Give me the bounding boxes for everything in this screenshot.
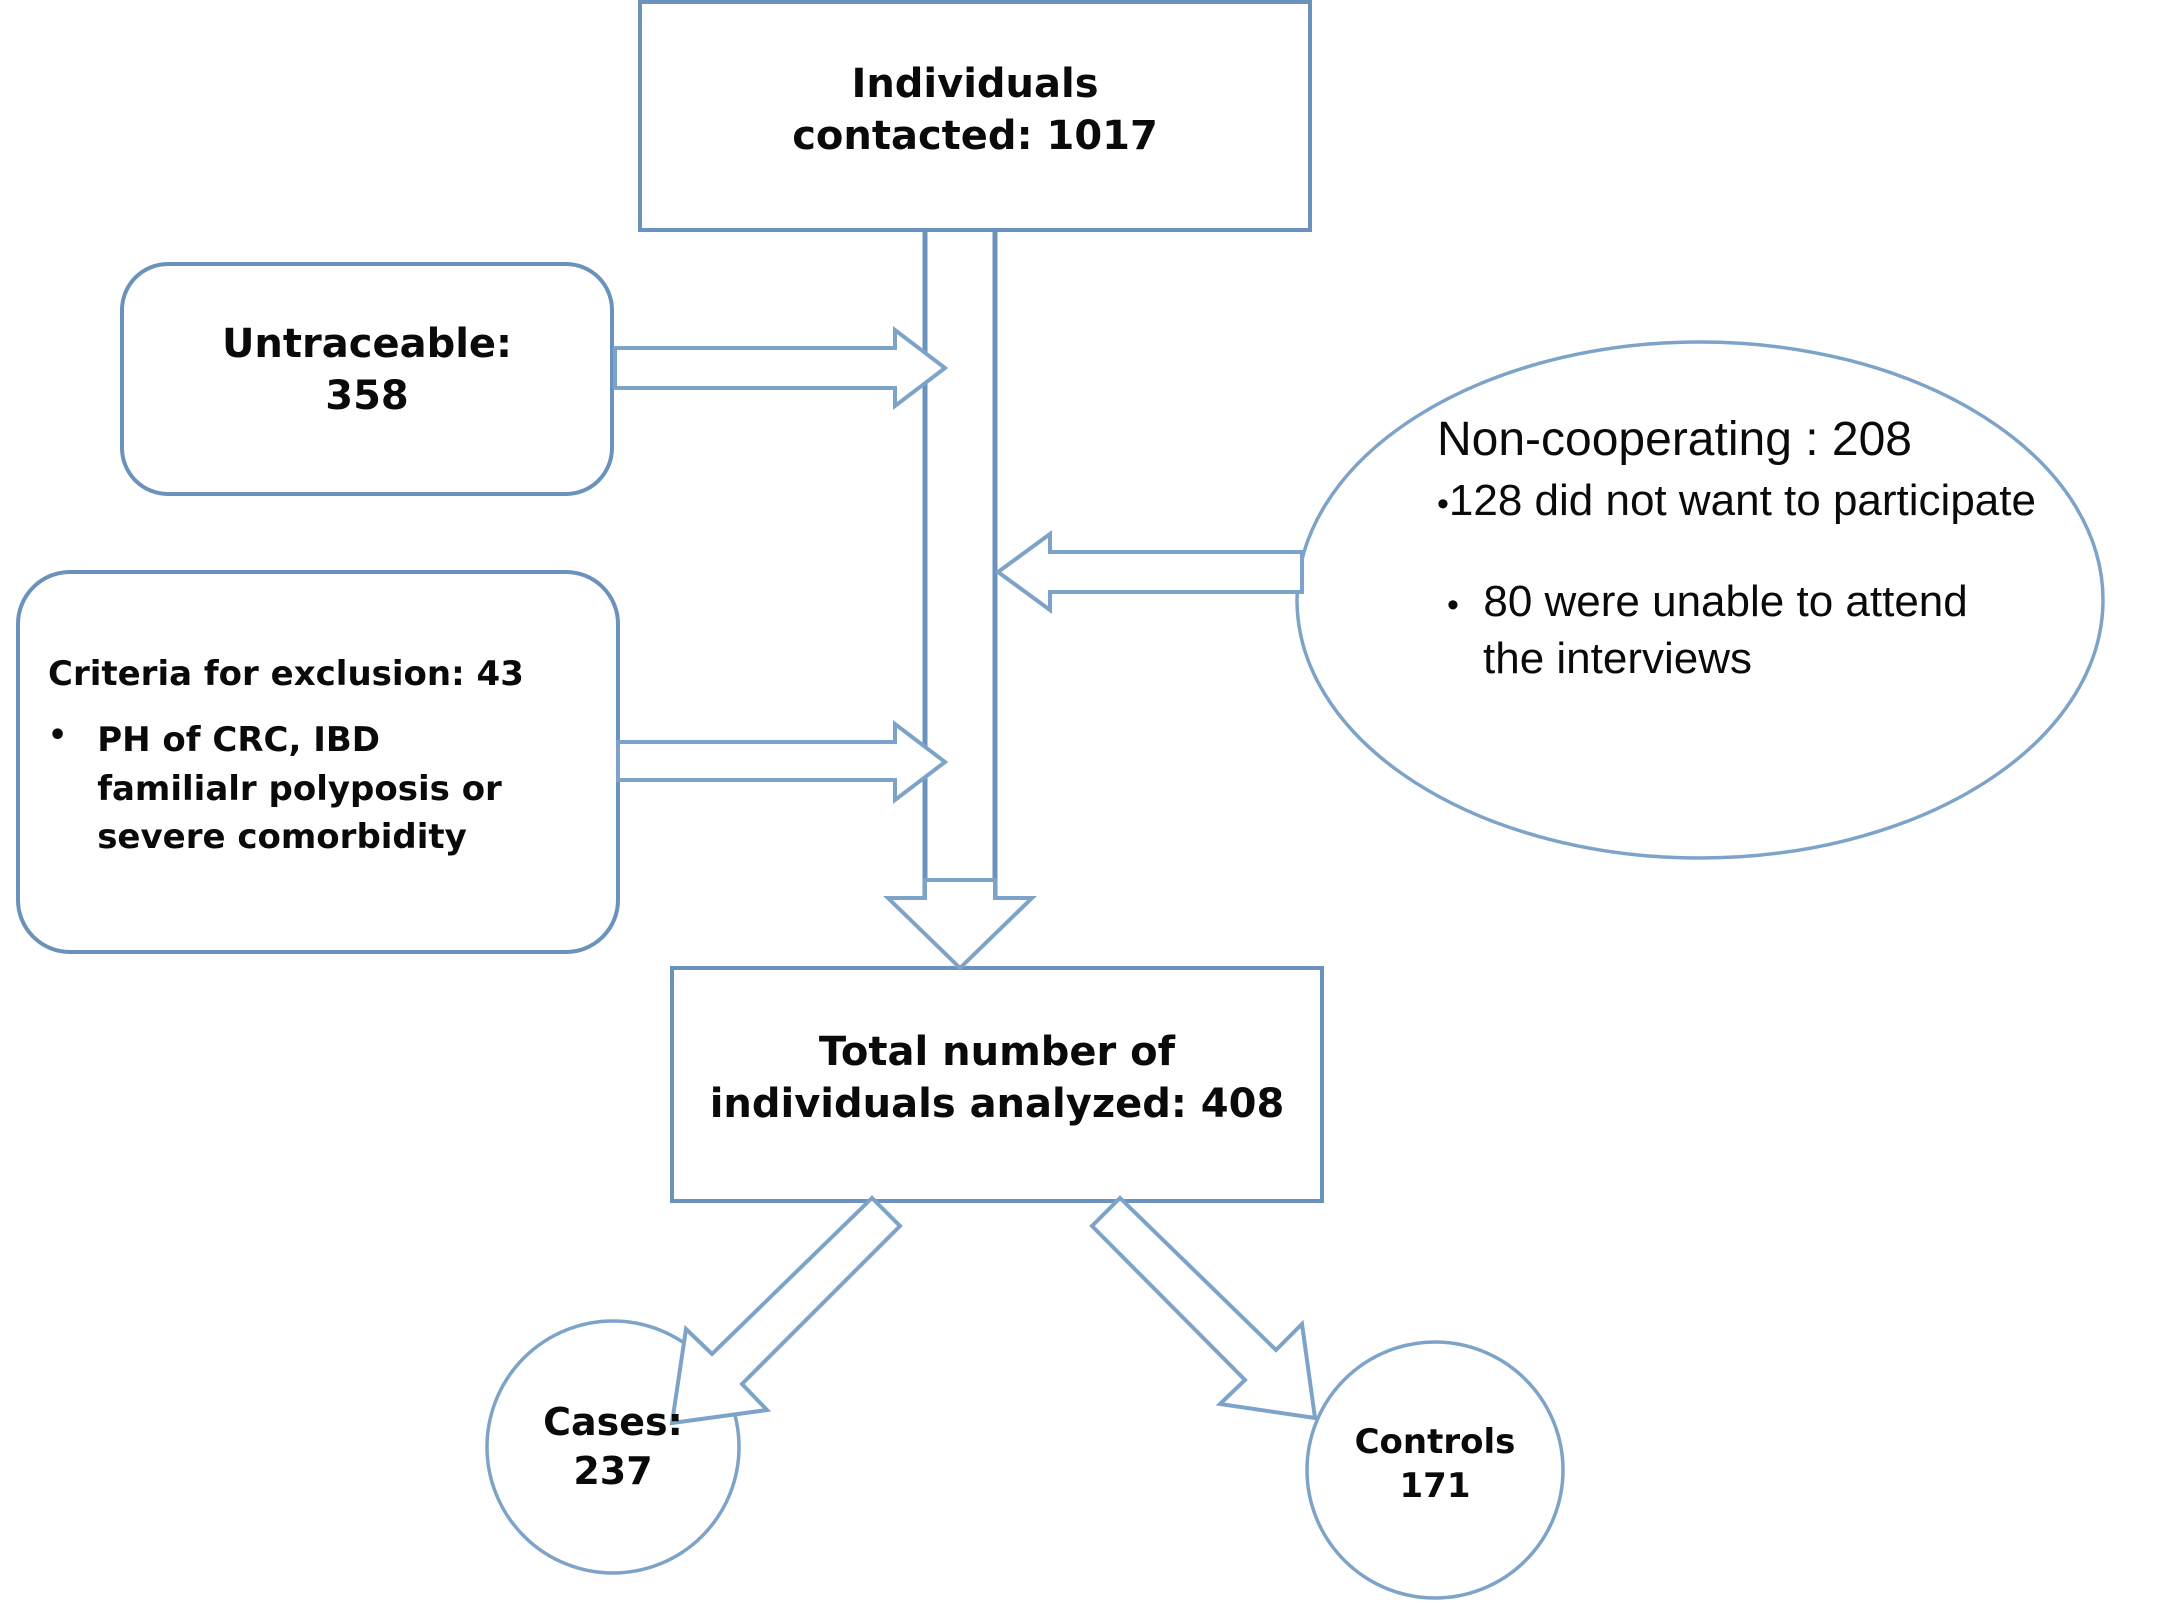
node-contacted-shape (638, 0, 1312, 232)
arrow-analyzed-to-cases (669, 1195, 903, 1426)
node-analyzed-shape (670, 966, 1324, 1203)
arrow-exclusion-to-trunk (616, 719, 949, 805)
node-exclusion-shape (16, 570, 620, 954)
node-controls-shape (1305, 1340, 1565, 1600)
arrow-non-cooperating-to-trunk (994, 530, 1304, 614)
arrow-analyzed-to-controls (1089, 1195, 1318, 1421)
arrow-trunk-to-analyzed (883, 878, 1037, 971)
node-non-cooperating-shape (1295, 340, 2105, 860)
arrow-untraceable-to-trunk (613, 325, 949, 411)
node-untraceable-shape (120, 262, 614, 496)
